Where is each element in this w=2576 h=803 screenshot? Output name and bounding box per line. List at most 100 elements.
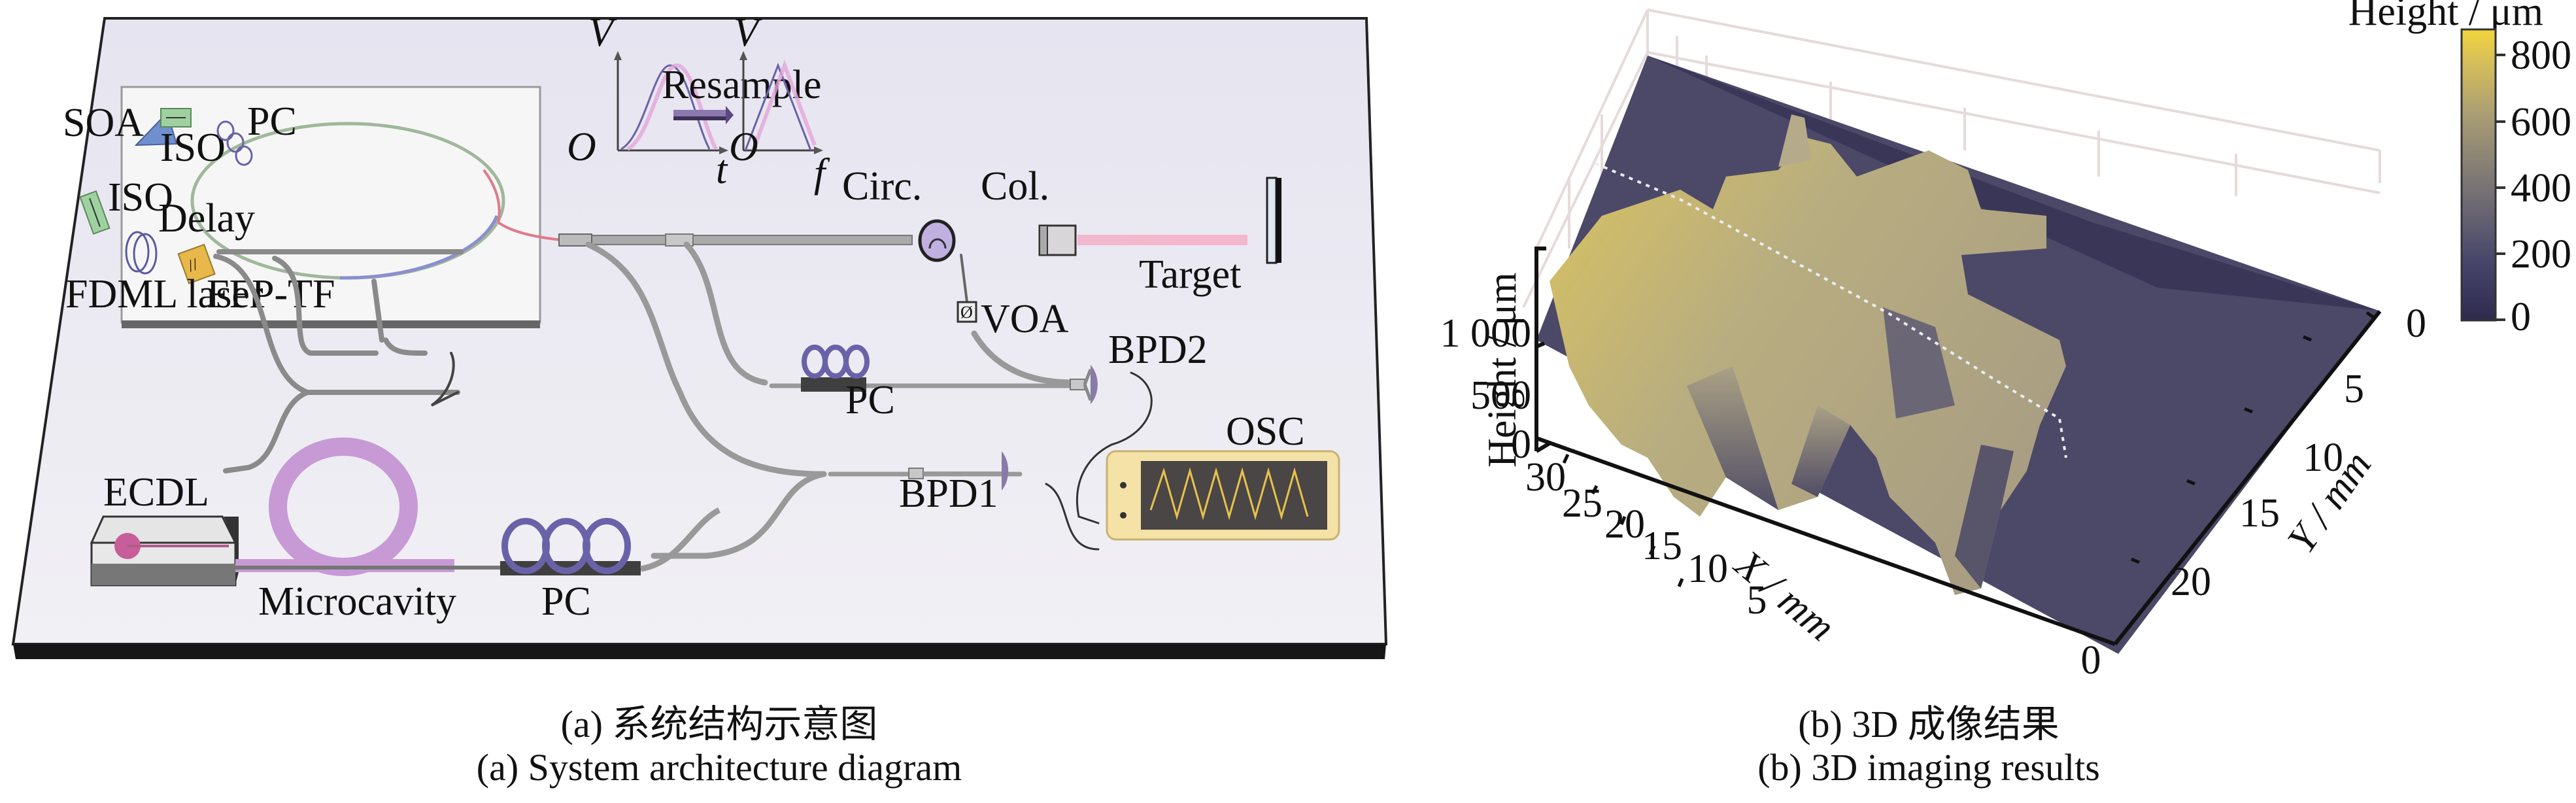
t-axis-label: t <box>716 148 728 192</box>
isolator-left-icon <box>79 190 110 235</box>
caption-a-en: (a) System architecture diagram <box>476 746 962 789</box>
colorbar-tick-label: 200 <box>2511 232 2571 277</box>
pc-ring-label: PC <box>247 99 297 144</box>
y-tick: 5 <box>2344 367 2364 411</box>
colorbar: Height / μm 800 600 400 200 0 <box>2348 0 2571 339</box>
x-tick: 25 <box>1562 481 1602 526</box>
ffp-tf-filter-icon: // <box>177 243 216 284</box>
delay-label: Delay <box>158 196 255 241</box>
surface-spike <box>1778 114 1811 167</box>
colorbar-ticks <box>2496 54 2505 321</box>
iso-left-label: ISO <box>108 175 173 220</box>
fdml-laser-label: FDML laser <box>65 272 263 316</box>
panel-a-diagram: SOA ISO PC ISO Delay <box>11 10 1388 659</box>
pc-lower-icon <box>500 507 721 575</box>
v-axis-label-right: V <box>734 10 762 55</box>
y-tick: 20 <box>2171 560 2211 604</box>
y-tick: 15 <box>2239 491 2280 536</box>
fdml-laser-module: SOA ISO PC ISO Delay <box>63 86 541 328</box>
circulator-icon <box>918 219 956 262</box>
caption-b-cn: (b) 3D 成像结果 <box>1798 703 2059 745</box>
colorbar-tick-label: 600 <box>2511 100 2571 145</box>
target-icon <box>1266 177 1281 264</box>
z-tick: 0 <box>1511 422 1531 467</box>
resample-arrow-icon <box>673 106 734 124</box>
surface-wall-4 <box>1955 445 2014 589</box>
caption-a-cn: (a) 系统结构示意图 <box>560 703 878 745</box>
y-tick-labels: 0 5 10 15 20 <box>2171 301 2426 604</box>
laser-beam <box>1077 235 1247 245</box>
y-tick: 0 <box>2406 301 2426 346</box>
board-edge <box>13 644 1386 659</box>
collimator-icon <box>1038 224 1077 256</box>
colorbar-tick-label: 800 <box>2511 33 2571 78</box>
voa-label: VOA <box>981 297 1069 341</box>
pc-lower-label: PC <box>541 579 591 624</box>
resample-label: Resample <box>662 63 822 107</box>
ecdl-label: ECDL <box>103 470 209 515</box>
microcavity-icon <box>235 437 503 576</box>
surface-gap-1 <box>1558 399 1570 438</box>
voa-icon: Ø <box>957 301 977 323</box>
x-tick: 5 <box>1747 578 1767 623</box>
surface-wall-3 <box>1883 307 1955 419</box>
x-tick-labels: 30 25 20 15 10 5 0 <box>1525 455 2101 683</box>
z-axis-line <box>1534 247 1546 451</box>
soa-label: SOA <box>63 101 144 145</box>
y-axis-ticks <box>2131 311 2375 564</box>
colorbar-tick-label: 400 <box>2511 166 2571 211</box>
collimator-label: Col. <box>981 164 1049 209</box>
origin-label-right: O <box>729 125 758 169</box>
surface-wall-1 <box>1687 366 1778 510</box>
voa-symbol: Ø <box>960 303 973 322</box>
ecdl-icon <box>90 515 239 587</box>
microcavity-label: Microcavity <box>258 579 456 624</box>
z-tick: 500 <box>1470 373 1531 418</box>
colorbar-gradient <box>2460 28 2497 322</box>
colorbar-tick-label: 0 <box>2511 295 2531 339</box>
y-axis-line <box>2113 310 2382 645</box>
y-tick: 10 <box>2303 436 2343 480</box>
pc-loops-icon <box>216 120 253 166</box>
profile-line <box>1595 162 2067 458</box>
x-axis-label: X / mm <box>1725 541 1844 650</box>
surface-plateau <box>1550 137 2066 595</box>
iso-top-label: ISO <box>160 126 226 170</box>
x-tick: 10 <box>1687 547 1728 591</box>
bpd2-icon <box>1070 365 1098 404</box>
pc-upper-icon <box>801 345 870 392</box>
x-tick: 0 <box>2081 638 2101 683</box>
grid-box <box>1522 9 2381 308</box>
ffp-tf-label: FFP-TF <box>207 272 335 316</box>
z-axis-label: Height / μm <box>1480 273 1525 468</box>
x-tick: 15 <box>1642 524 1682 568</box>
x-axis-ticks <box>1562 453 1684 587</box>
x-tick: 20 <box>1604 502 1645 547</box>
bpd2-label: BPD2 <box>1108 328 1208 372</box>
oscilloscope-waveform <box>1149 467 1309 521</box>
axes <box>1534 247 2382 646</box>
circulator-label: Circ. <box>842 164 922 209</box>
pc-upper-label: PC <box>845 378 895 422</box>
v-axis-label-left: V <box>588 10 617 55</box>
delay-coil-icon <box>125 231 158 275</box>
z-tick-labels: 1 000 500 0 <box>1440 311 1532 467</box>
bpd1-icon <box>908 451 1009 490</box>
osc-label: OSC <box>1226 409 1305 454</box>
surface-wall-2 <box>1791 405 1850 497</box>
x-tick: 30 <box>1525 455 1566 500</box>
oscilloscope-icon <box>1106 450 1340 541</box>
bpd1-label: BPD1 <box>899 471 998 516</box>
target-label: Target <box>1139 252 1241 297</box>
caption-b-en: (b) 3D imaging results <box>1757 746 2100 789</box>
x-axis-line <box>1535 436 2116 646</box>
z-tick: 1 000 <box>1440 311 1532 356</box>
fiber-paths <box>213 249 464 473</box>
main-fiber <box>558 233 913 247</box>
colorbar-title: Height / μm <box>2348 0 2543 34</box>
time-domain-plot: V O t <box>567 10 728 192</box>
origin-label-left: O <box>567 125 596 169</box>
panel-b-3d-plot <box>1522 9 2382 654</box>
